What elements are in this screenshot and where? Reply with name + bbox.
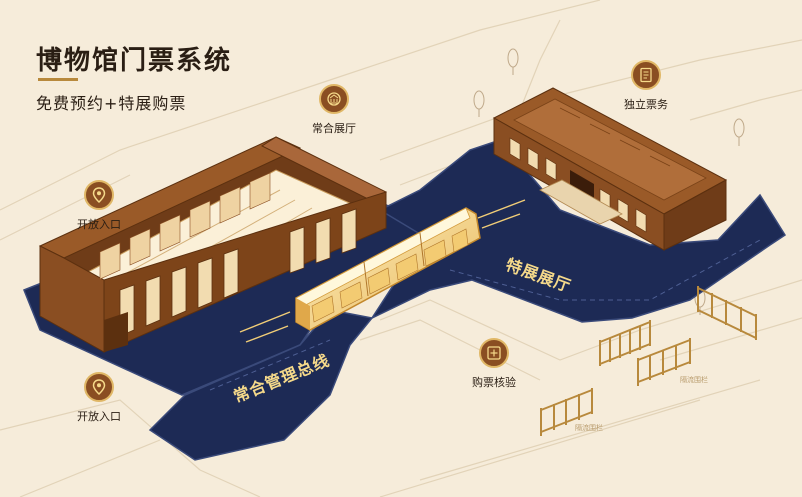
special-hall-building (492, 87, 728, 251)
barrier-tag: 隔流围栏 (680, 376, 708, 384)
barrier-tag: 隔流围栏 (575, 424, 603, 432)
title-underline (38, 78, 78, 81)
tram-train (295, 207, 481, 331)
poi-label: 独立票务 (624, 98, 668, 111)
poi-label: 常合展厅 (312, 122, 356, 135)
poi-label: 购票核验 (472, 376, 516, 389)
poi-label: 开放入口 (77, 218, 121, 231)
poi-permanent-hall[interactable]: 常合展厅 (294, 84, 374, 136)
track-lines (49, 214, 761, 391)
poi-ticket-check[interactable]: 购票核验 (454, 338, 534, 390)
poi-entrance-bottom[interactable]: 开放入口 (59, 372, 139, 424)
permanent-hall-building (38, 136, 388, 353)
poi-ticket-office[interactable]: 独立票务 (606, 60, 686, 112)
location-pin-icon (84, 372, 114, 402)
ticket-doc-icon (631, 60, 661, 90)
poi-label: 开放入口 (77, 410, 121, 423)
poi-entrance-top[interactable]: 开放入口 (59, 180, 139, 232)
crowd-barriers (540, 286, 757, 436)
motion-lines (239, 199, 526, 343)
museum-icon (319, 84, 349, 114)
ticket-check-icon (479, 338, 509, 368)
location-pin-icon (84, 180, 114, 210)
page-subtitle: 免费预约+特展购票 (36, 94, 187, 113)
page-title: 博物馆门票系统 (36, 46, 233, 76)
